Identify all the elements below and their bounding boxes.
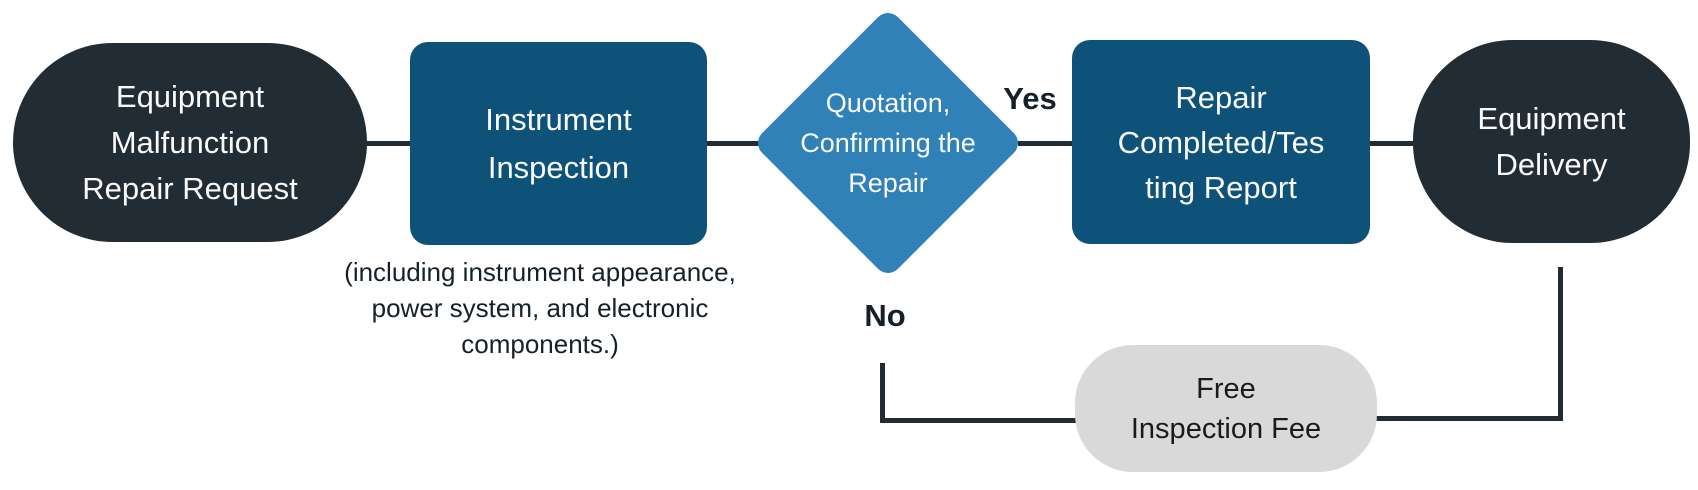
node-label: Repair Completed/Tes ting Report xyxy=(1117,79,1325,205)
node-label: Instrument Inspection xyxy=(485,101,632,185)
edge-delivery-freefee xyxy=(1372,267,1563,421)
edge-decision-freefee-no xyxy=(880,363,1080,423)
edge-label-yes: Yes xyxy=(1003,81,1057,116)
node-equipment-delivery: Equipment Delivery xyxy=(1413,40,1690,243)
node-label: Equipment Malfunction Repair Request xyxy=(82,78,298,206)
node-label: Equipment Delivery xyxy=(1477,100,1626,182)
node-equipment-malfunction-repair-request: Equipment Malfunction Repair Request xyxy=(13,43,367,242)
node-repair-completed-testing-report: Repair Completed/Tes ting Report xyxy=(1072,40,1370,244)
node-instrument-inspection: Instrument Inspection xyxy=(410,42,707,245)
decision-label: Quotation, Confirming the Repair xyxy=(800,88,976,198)
node-label: Free Inspection Fee xyxy=(1130,372,1322,445)
decision-quotation-confirming-repair: Quotation, Confirming the Repair xyxy=(752,7,1024,279)
node-free-inspection-fee: Free Inspection Fee xyxy=(1075,345,1377,472)
inspection-scope-caption: (including instrument appearance, power … xyxy=(344,257,736,359)
edge-label-no: No xyxy=(864,298,906,333)
